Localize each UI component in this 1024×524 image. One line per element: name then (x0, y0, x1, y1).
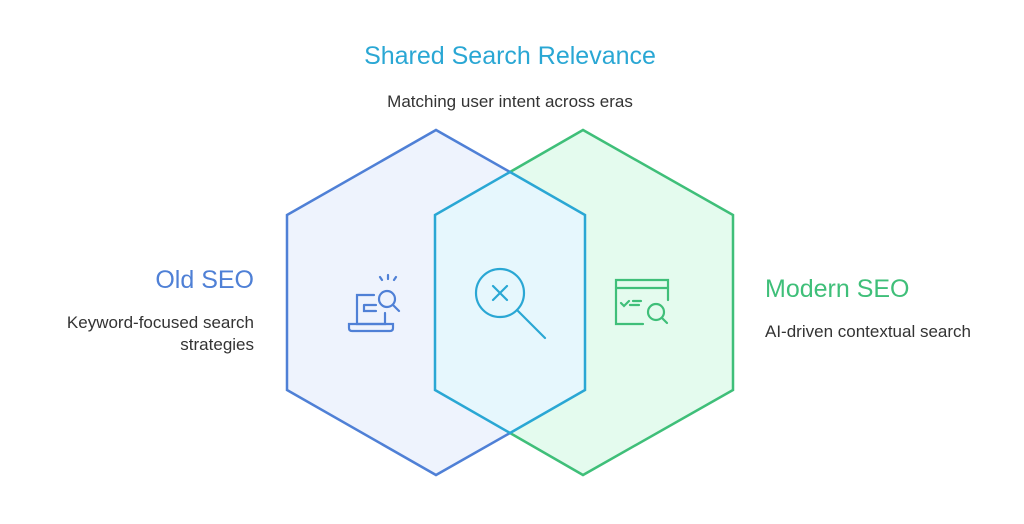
shared-title: Shared Search Relevance (364, 42, 656, 70)
overlap-region (435, 172, 585, 433)
old-seo-title: Old SEO (155, 266, 254, 294)
old-seo-description: Keyword-focused search strategies (67, 312, 254, 356)
search-x-icon (474, 267, 547, 340)
shared-description: Matching user intent across eras (387, 92, 633, 111)
modern-seo-title: Modern SEO (765, 275, 910, 303)
modern-seo-description: AI-driven contextual search (765, 322, 971, 341)
browser-search-icon (614, 278, 670, 326)
old-seo-description-line1: Keyword-focused search (66, 313, 254, 332)
old-seo-description-line2: strategies (180, 335, 254, 354)
laptop-search-icon (347, 273, 401, 333)
